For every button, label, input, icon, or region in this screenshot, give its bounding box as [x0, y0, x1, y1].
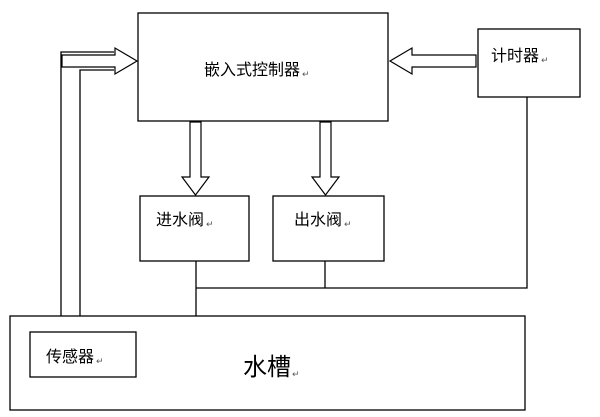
timer-connector — [196, 97, 528, 289]
inlet-valve-box — [139, 195, 250, 262]
inlet-valve-paragraph-mark: ↵ — [206, 220, 214, 230]
outlet-valve-label: 出水阀 — [294, 210, 342, 229]
controller-to-outlet-valve-arrow — [310, 121, 341, 196]
outlet-valve-box — [272, 195, 385, 262]
timer-paragraph-mark: ↵ — [541, 56, 549, 66]
sensor-feedback-line-outer — [60, 51, 114, 340]
controller-to-inlet-valve-arrow — [180, 121, 211, 196]
sensor-to-controller-arrow — [61, 46, 139, 76]
sensor-box — [29, 331, 137, 378]
outlet-valve-paragraph-mark: ↵ — [344, 220, 352, 230]
sensor-label: 传感器 — [46, 347, 94, 366]
timer-label: 计时器 — [491, 46, 539, 65]
timer-to-controller-arrow — [388, 46, 477, 76]
controller-box — [137, 12, 389, 122]
controller-label: 嵌入式控制器 — [204, 60, 300, 79]
inlet-valve-label: 进水阀 — [156, 210, 204, 229]
timer-box — [477, 28, 581, 98]
sensor-paragraph-mark: ↵ — [96, 357, 104, 367]
tank-label: 水槽 — [243, 353, 291, 381]
controller-paragraph-mark: ↵ — [302, 70, 310, 80]
sensor-feedback-line-inner — [79, 69, 114, 340]
connectors — [60, 51, 528, 340]
tank-paragraph-mark: ↵ — [292, 370, 300, 380]
